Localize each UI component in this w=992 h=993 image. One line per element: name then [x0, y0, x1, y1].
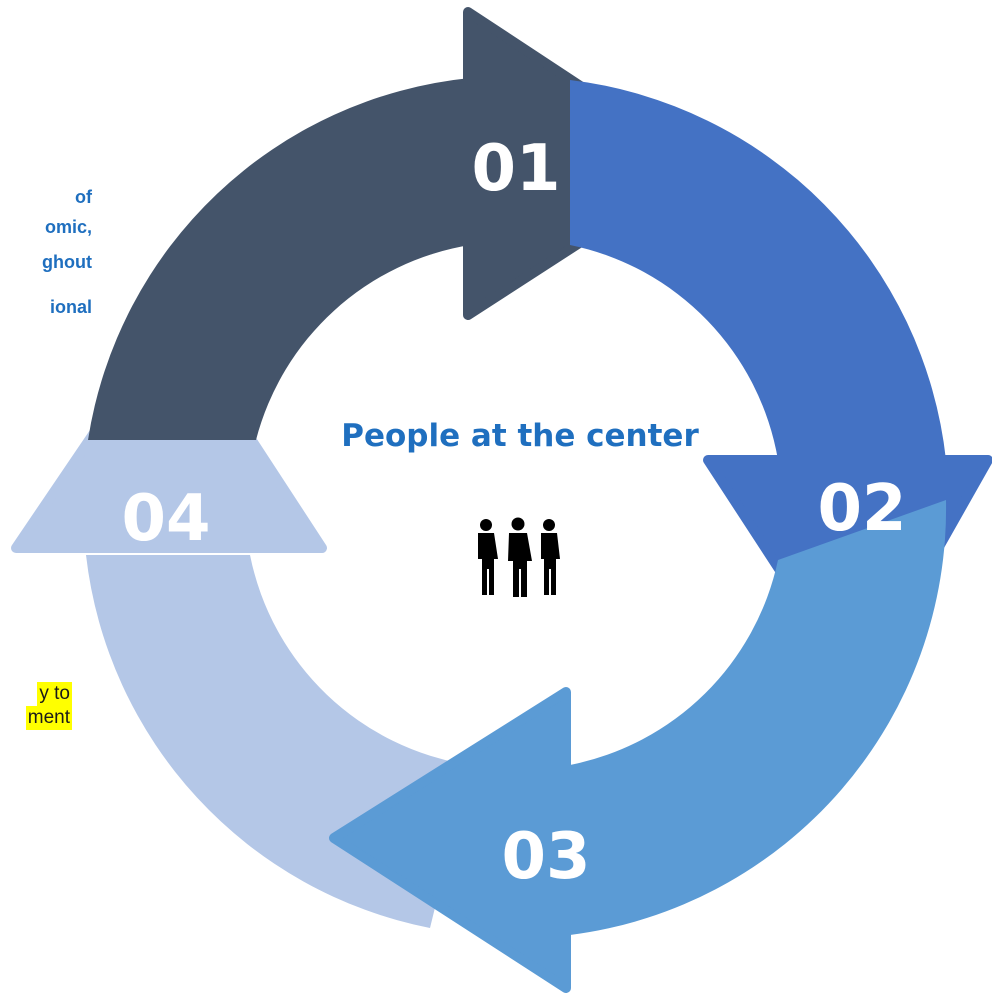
- left-note-line-4: ional: [49, 297, 92, 317]
- arrow-segment-03: [329, 500, 947, 993]
- step-label-01: 01: [471, 132, 560, 206]
- left-note-line-2: omic,: [44, 217, 92, 237]
- center-title: People at the center: [341, 418, 699, 454]
- highlight-note-line-2: ment: [25, 706, 72, 730]
- step-label-02: 02: [817, 472, 906, 546]
- people-group-icon: [478, 517, 560, 597]
- left-note-line-3: ghout: [42, 252, 92, 272]
- step-label-04: 04: [121, 482, 210, 556]
- highlight-note-line-1: y to: [37, 682, 72, 706]
- left-note-line-1: of: [75, 187, 92, 207]
- step-label-03: 03: [501, 820, 590, 894]
